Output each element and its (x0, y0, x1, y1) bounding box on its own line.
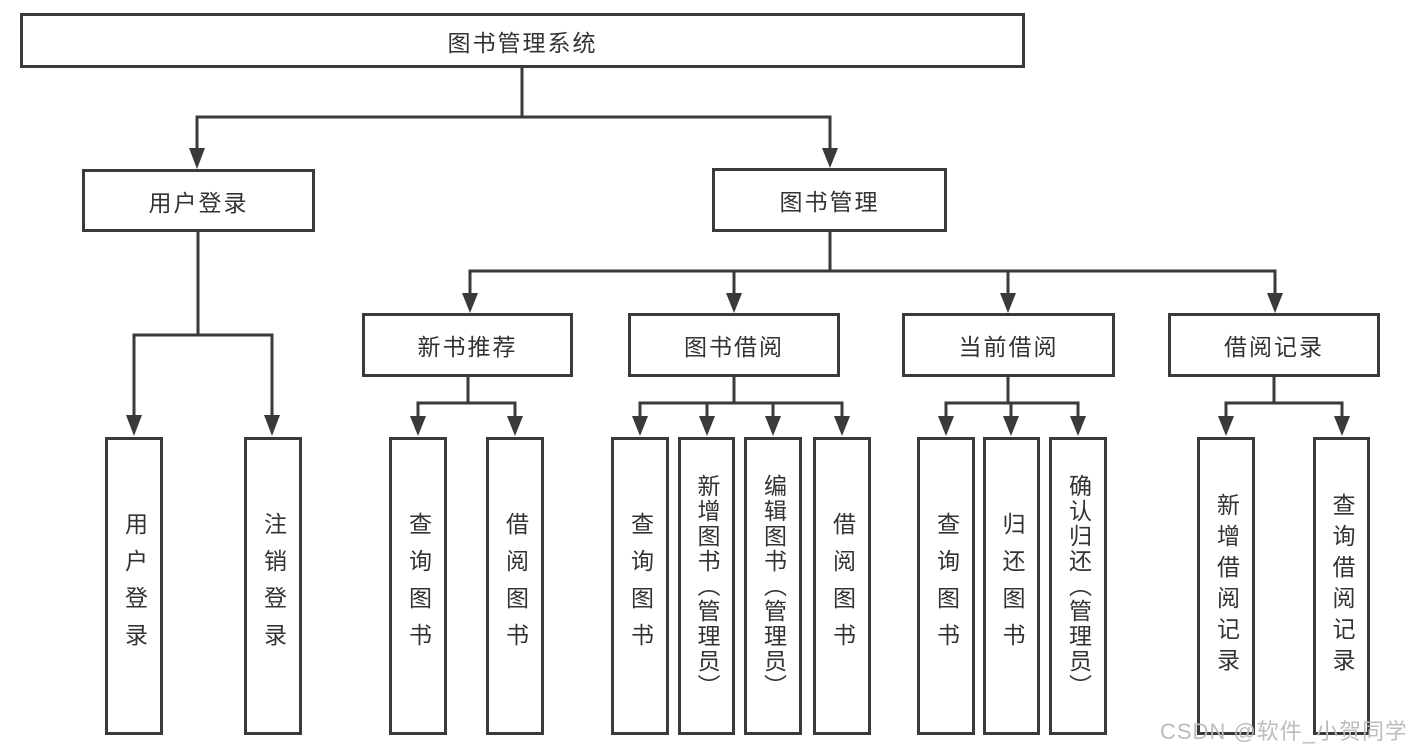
node-book-borrow: 图书借阅 (628, 313, 840, 377)
node-book-management: 图书管理 (712, 168, 947, 232)
leaf-query-books: 查询图书 (611, 437, 669, 735)
node-label: 确认归还（管理员） (1065, 473, 1092, 699)
arrow-down-icon (410, 416, 426, 436)
node-library-management-system: 图书管理系统 (20, 13, 1025, 68)
arrow-down-icon (189, 148, 205, 169)
leaf-query-books: 查询图书 (917, 437, 975, 735)
node-label: 当前借阅 (958, 334, 1059, 360)
node-label: 查询图书 (627, 512, 654, 660)
node-label: 借阅图书 (502, 512, 529, 660)
leaf-edit-books-admin: 编辑图书（管理员） (744, 437, 802, 735)
node-user-login: 用户登录 (82, 169, 315, 232)
node-new-book-recommend: 新书推荐 (362, 313, 573, 377)
arrow-down-icon (765, 416, 781, 436)
arrow-down-icon (1334, 416, 1350, 436)
node-label: 注销登录 (260, 512, 287, 660)
arrow-down-icon (264, 415, 280, 436)
node-label: 查询借阅记录 (1329, 493, 1355, 679)
arrow-down-icon (1003, 416, 1019, 436)
node-label: 归还图书 (999, 512, 1025, 660)
leaf-add-books-admin: 新增图书（管理员） (678, 437, 735, 735)
node-label: 新增借阅记录 (1213, 493, 1240, 679)
arrow-down-icon (822, 148, 838, 168)
arrow-down-icon (126, 415, 142, 436)
leaf-query-books: 查询图书 (389, 437, 447, 735)
node-label: 查询图书 (405, 512, 432, 660)
node-current-borrow: 当前借阅 (902, 313, 1115, 377)
leaf-return-books: 归还图书 (983, 437, 1040, 735)
node-label: 新书推荐 (417, 334, 518, 360)
node-label: 图书管理 (779, 189, 880, 215)
leaf-logout: 注销登录 (244, 437, 302, 735)
node-label: 编辑图书（管理员） (760, 473, 787, 699)
arrow-down-icon (938, 416, 954, 436)
node-label: 借阅图书 (829, 512, 856, 660)
leaf-add-borrow-record: 新增借阅记录 (1197, 437, 1255, 735)
arrow-down-icon (726, 293, 742, 313)
node-label: 用户登录 (148, 189, 249, 216)
arrow-down-icon (834, 416, 850, 436)
node-borrow-records: 借阅记录 (1168, 313, 1380, 377)
arrow-down-icon (632, 416, 648, 436)
node-label: 新增图书（管理员） (694, 473, 720, 699)
arrow-down-icon (1000, 293, 1016, 313)
arrow-down-icon (462, 293, 478, 313)
arrow-down-icon (1267, 293, 1283, 313)
leaf-confirm-return-admin: 确认归还（管理员） (1049, 437, 1107, 735)
leaf-query-borrow-record: 查询借阅记录 (1313, 437, 1370, 735)
arrow-down-icon (699, 416, 715, 436)
node-label: 查询图书 (933, 512, 960, 660)
leaf-borrow-books: 借阅图书 (813, 437, 871, 735)
arrow-down-icon (1218, 416, 1234, 436)
arrow-down-icon (1070, 416, 1086, 436)
node-label: 图书借阅 (684, 334, 784, 360)
leaf-borrow-books: 借阅图书 (486, 437, 544, 735)
node-label: 借阅记录 (1224, 334, 1324, 360)
node-label: 用户登录 (121, 512, 148, 660)
arrow-down-icon (507, 416, 523, 436)
leaf-user-login: 用户登录 (105, 437, 163, 735)
node-label: 图书管理系统 (447, 29, 598, 56)
csdn-watermark: CSDN @软件_小贺同学 (1160, 719, 1405, 744)
